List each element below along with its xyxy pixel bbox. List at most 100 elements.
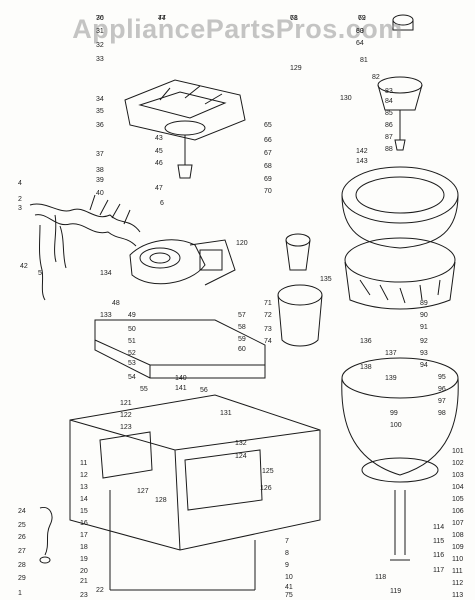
part-number-label: 108 [452,532,464,539]
part-number-label: 87 [385,134,393,141]
part-number-label: 13 [80,484,88,491]
part-number-label: 104 [452,484,464,491]
part-number-label: 6 [160,200,164,207]
part-number-label: 77 [158,15,166,22]
part-number-label: 111 [452,568,463,575]
part-number-label: 31 [96,28,104,35]
part-number-label: 72 [264,312,272,319]
part-number-label: 42 [20,263,28,270]
part-number-label: 32 [96,42,104,49]
part-number-label: 52 [128,350,136,357]
part-number-label: 133 [100,312,112,319]
part-number-label: 44 [158,15,166,22]
part-number-label: 125 [262,468,274,475]
part-number-label: 143 [356,158,368,165]
part-number-label: 15 [80,508,88,515]
part-number-label: 45 [155,148,163,155]
part-number-label: 12 [80,472,88,479]
part-number-label: 23 [80,592,88,599]
part-number-label: 51 [128,338,136,345]
part-number-label: 129 [290,65,302,72]
part-number-label: 41 [285,584,293,591]
small-parts-column [39,490,256,591]
part-number-label: 29 [18,575,26,582]
part-number-label: 16 [80,520,88,527]
part-number-label: 103 [452,472,464,479]
part-number-label: 62 [358,15,366,22]
part-number-label: 110 [452,556,464,563]
part-number-label: 102 [452,460,464,467]
part-number-label: 58 [238,324,246,331]
part-number-label: 123 [120,424,132,431]
part-number-label: 2 [18,196,22,203]
part-number-label: 136 [360,338,372,345]
part-number-label: 92 [420,338,428,345]
part-number-label: 101 [452,448,464,455]
part-number-label: 115 [433,538,445,545]
part-number-label: 27 [18,548,26,555]
part-number-label: 9 [285,562,289,569]
part-number-label: 85 [385,110,393,117]
part-number-label: 114 [433,524,445,531]
part-number-label: 86 [385,122,393,129]
part-number-label: 66 [264,137,272,144]
part-number-label: 118 [375,574,387,581]
part-number-label: 22 [96,587,104,594]
part-number-label: 34 [96,96,104,103]
part-number-label: 28 [18,562,26,569]
part-number-label: 139 [385,375,397,382]
part-number-label: 109 [452,544,464,551]
part-number-label: 126 [260,485,272,492]
part-number-label: 82 [372,74,380,81]
part-number-label: 4 [18,180,22,187]
part-number-label: 1 [18,590,22,597]
part-number-label: 61 [290,15,298,22]
part-number-label: 97 [438,398,446,405]
part-number-label: 19 [80,556,88,563]
part-number-label: 10 [285,574,293,581]
part-number-label: 135 [320,276,332,283]
part-number-label: 81 [360,57,368,64]
part-number-label: 37 [96,151,104,158]
part-number-label: 119 [390,588,402,595]
part-number-label: 17 [80,532,88,539]
part-number-label: 54 [128,374,136,381]
part-number-label: 89 [420,300,428,307]
part-number-label: 128 [155,497,167,504]
tub-ring-assembly [341,166,459,310]
part-number-label: 140 [175,375,187,382]
part-number-label: 83 [385,88,393,95]
part-number-label: 3 [18,205,22,212]
motor-pump-assembly [129,239,236,286]
base-frame [94,319,266,379]
part-number-label: 98 [438,410,446,417]
part-number-label: 141 [175,385,187,392]
part-number-label: 73 [264,326,272,333]
part-number-label: 53 [128,360,136,367]
part-number-label: 48 [112,300,120,307]
part-number-label: 142 [356,148,368,155]
part-number-label: 18 [80,544,88,551]
part-number-label: 93 [420,350,428,357]
cabinet-assembly [69,394,321,551]
part-number-label: 78 [290,15,298,22]
part-number-label: 124 [235,453,247,460]
part-number-label: 96 [438,386,446,393]
part-number-label: 130 [340,95,352,102]
part-number-label: 47 [155,185,163,192]
part-number-label: 71 [264,300,272,307]
part-number-label: 40 [96,190,104,197]
part-number-label: 138 [360,364,372,371]
watermark-text: AppliancePartsPros.com [72,14,403,44]
part-number-label: 90 [420,312,428,319]
part-number-label: 134 [100,270,112,277]
part-number-label: 105 [452,496,464,503]
part-number-label: 30 [96,15,104,22]
part-number-label: 8 [285,550,289,557]
part-number-label: 80 [356,28,364,35]
part-number-label: 60 [238,346,246,353]
upper-drive-assembly [124,79,246,179]
part-number-label: 79 [358,15,366,22]
part-number-label: 113 [452,592,464,599]
